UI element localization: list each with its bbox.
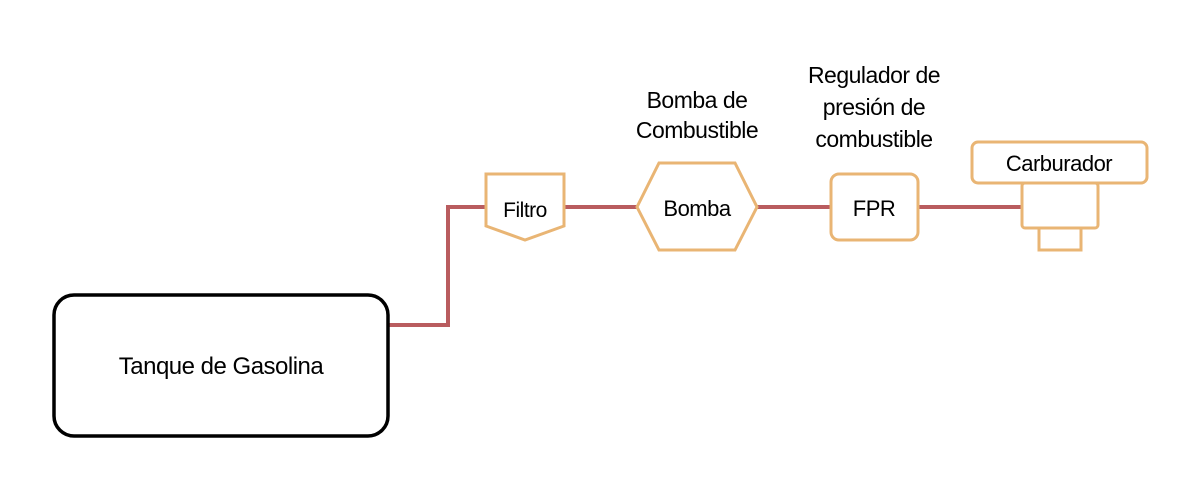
fpr-node[interactable]: Regulador de presión de combustible FPR: [808, 62, 941, 242]
tank-shape: [52, 293, 390, 438]
filter-shape: [484, 172, 566, 242]
fpr-label: FPR: [853, 196, 896, 221]
tank-node[interactable]: Tanque de Gasolina: [52, 293, 390, 438]
carburetor-node[interactable]: Carburador: [970, 140, 1149, 252]
pump-caption-line-2: Combustible: [636, 117, 758, 143]
carburetor-label: Carburador: [1006, 151, 1112, 176]
fpr-caption-line-3: combustible: [815, 126, 932, 152]
fpr-shape: [829, 172, 920, 242]
tank-label: Tanque de Gasolina: [119, 353, 325, 380]
carburetor-top: [970, 140, 1149, 185]
carburetor-body: [1020, 181, 1100, 230]
fpr-caption-line-1: Regulador de: [808, 62, 940, 88]
pipes: [389, 205, 1022, 327]
pipe-tank-to-filter: [389, 205, 486, 327]
pump-node[interactable]: Bomba de Combustible Bomba: [635, 87, 759, 252]
pump-caption-line-1: Bomba de: [647, 87, 748, 113]
carburetor-base: [1037, 226, 1083, 252]
pump-label: Bomba: [663, 196, 731, 221]
pump-shape: [635, 161, 759, 252]
filter-node[interactable]: Filtro: [484, 172, 566, 242]
fpr-caption-line-2: presión de: [823, 94, 925, 120]
filter-label: Filtro: [503, 199, 547, 222]
